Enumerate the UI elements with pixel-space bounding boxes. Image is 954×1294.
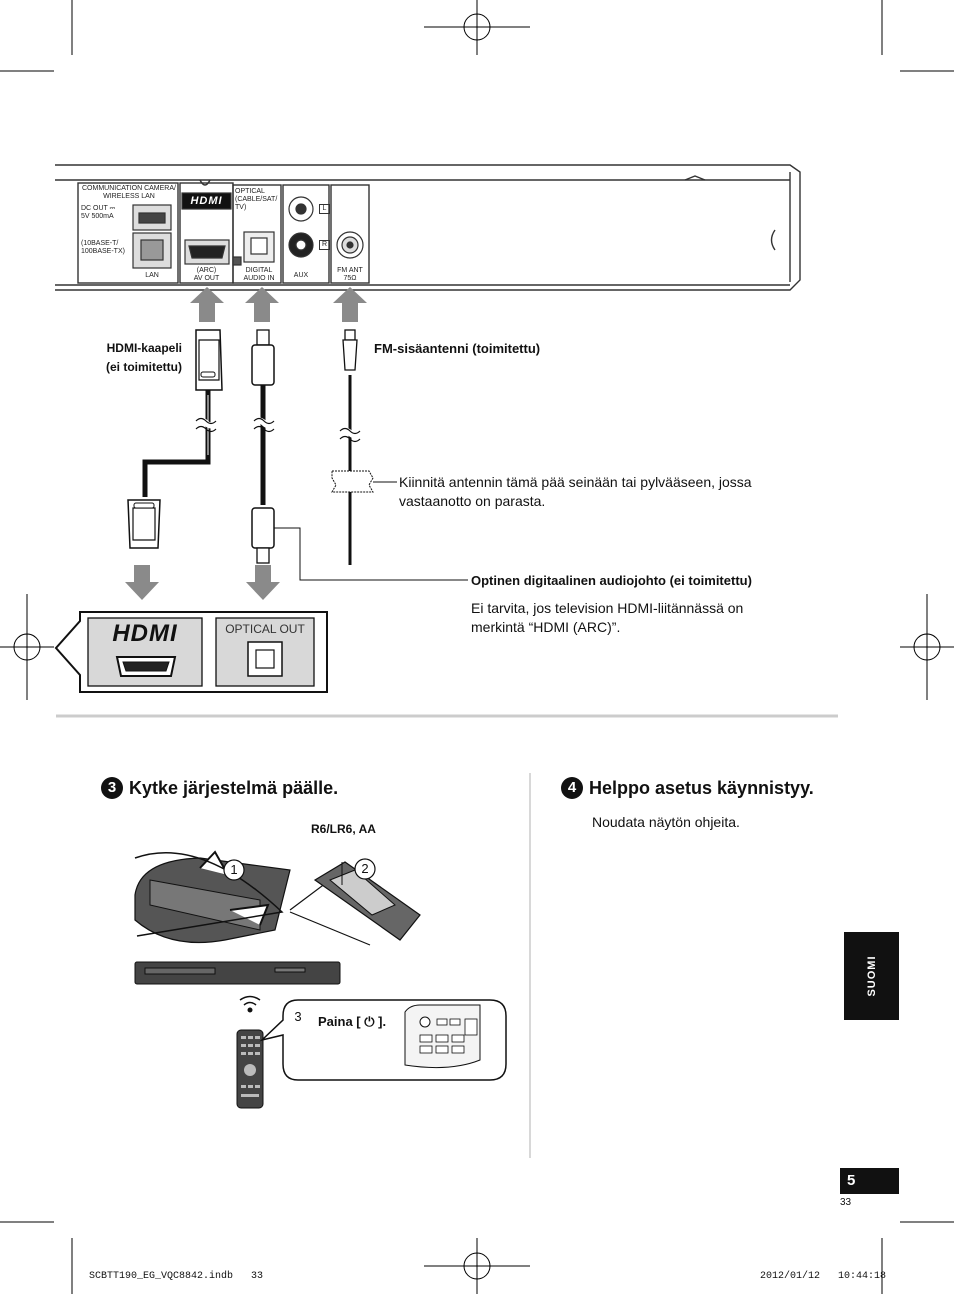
step3-title: Kytke järjestelmä päälle.	[129, 778, 339, 798]
port-label-aux-l: L	[319, 204, 330, 214]
footer-file: SCBTT190_EG_VQC8842.indb 33	[89, 1271, 264, 1282]
fm-antenna-label: FM-sisäantenni (toimitettu)	[374, 341, 541, 356]
down-arrows	[125, 565, 280, 600]
footer-timestamp: 2012/01/12 10:44:18	[760, 1271, 887, 1282]
port-label-fm: FM ANT 75Ω	[337, 267, 363, 282]
language-tab: SUOMI	[844, 932, 899, 1020]
tv-panel	[54, 611, 328, 693]
port-graphics	[132, 192, 364, 269]
fm-antenna	[331, 329, 397, 565]
step4-heading: 4 Helppo asetus käynnistyy.	[561, 777, 814, 799]
circle-2-label: 2	[361, 861, 369, 876]
tv-optical-label: OPTICAL OUT	[225, 622, 305, 636]
hdmi-cable-label: HDMI-kaapeli (ei toimitettu)	[106, 341, 182, 374]
up-arrows	[190, 287, 367, 322]
step4-title: Helppo asetus käynnistyy.	[589, 778, 814, 798]
port-label-comm: COMMUNICATION CAMERA/ WIRELESS LAN	[82, 185, 176, 200]
step3-number: 3	[101, 777, 123, 799]
step4-number: 4	[561, 777, 583, 799]
battery-label: R6/LR6, AA	[311, 822, 376, 836]
hdmi-cable	[127, 329, 223, 549]
remote-control	[236, 995, 264, 1109]
port-label-dcout: DC OUT ⎓ 5V 500mA	[81, 205, 116, 220]
optical-cable	[251, 329, 468, 581]
page-sub-number: 33	[840, 1197, 852, 1208]
remote-battery-illustration	[134, 850, 421, 946]
press-power-label: Paina [ ⏻ ].	[318, 1014, 387, 1029]
port-label-lan: LAN	[145, 272, 159, 279]
unit-rear-panel	[55, 164, 801, 291]
step3-heading: 3 Kytke järjestelmä päälle.	[101, 777, 338, 799]
circle-1-label: 1	[230, 862, 238, 877]
press-callout	[259, 999, 507, 1081]
port-label-base: (10BASE-T/ 100BASE-TX)	[81, 240, 125, 255]
circle-3-label: 3	[294, 1009, 302, 1024]
step4-note: Noudata näytön ohjeita.	[592, 814, 740, 830]
optical-note: Ei tarvita, jos television HDMI-liitännä…	[471, 600, 744, 635]
optical-cable-label: Optinen digitaalinen audiojohto (ei toim…	[471, 573, 752, 588]
page-number: 5	[840, 1168, 899, 1194]
antenna-note: Kiinnitä antennin tämä pää seinään tai p…	[399, 474, 752, 509]
player-unit	[134, 961, 341, 985]
port-label-aux-r: R	[319, 240, 330, 250]
port-label-aux: AUX	[293, 272, 309, 279]
tv-hdmi-logo: HDMI	[112, 620, 178, 647]
hdmi-logo: HDMI	[190, 195, 223, 207]
port-label-hdmi: (ARC) AV OUT	[193, 267, 220, 282]
language-tab-label: SUOMI	[865, 955, 878, 997]
port-label-optical: DIGITAL AUDIO IN	[243, 267, 275, 282]
port-label-optical-top: OPTICAL (CABLE/SAT/ TV)	[235, 188, 278, 211]
